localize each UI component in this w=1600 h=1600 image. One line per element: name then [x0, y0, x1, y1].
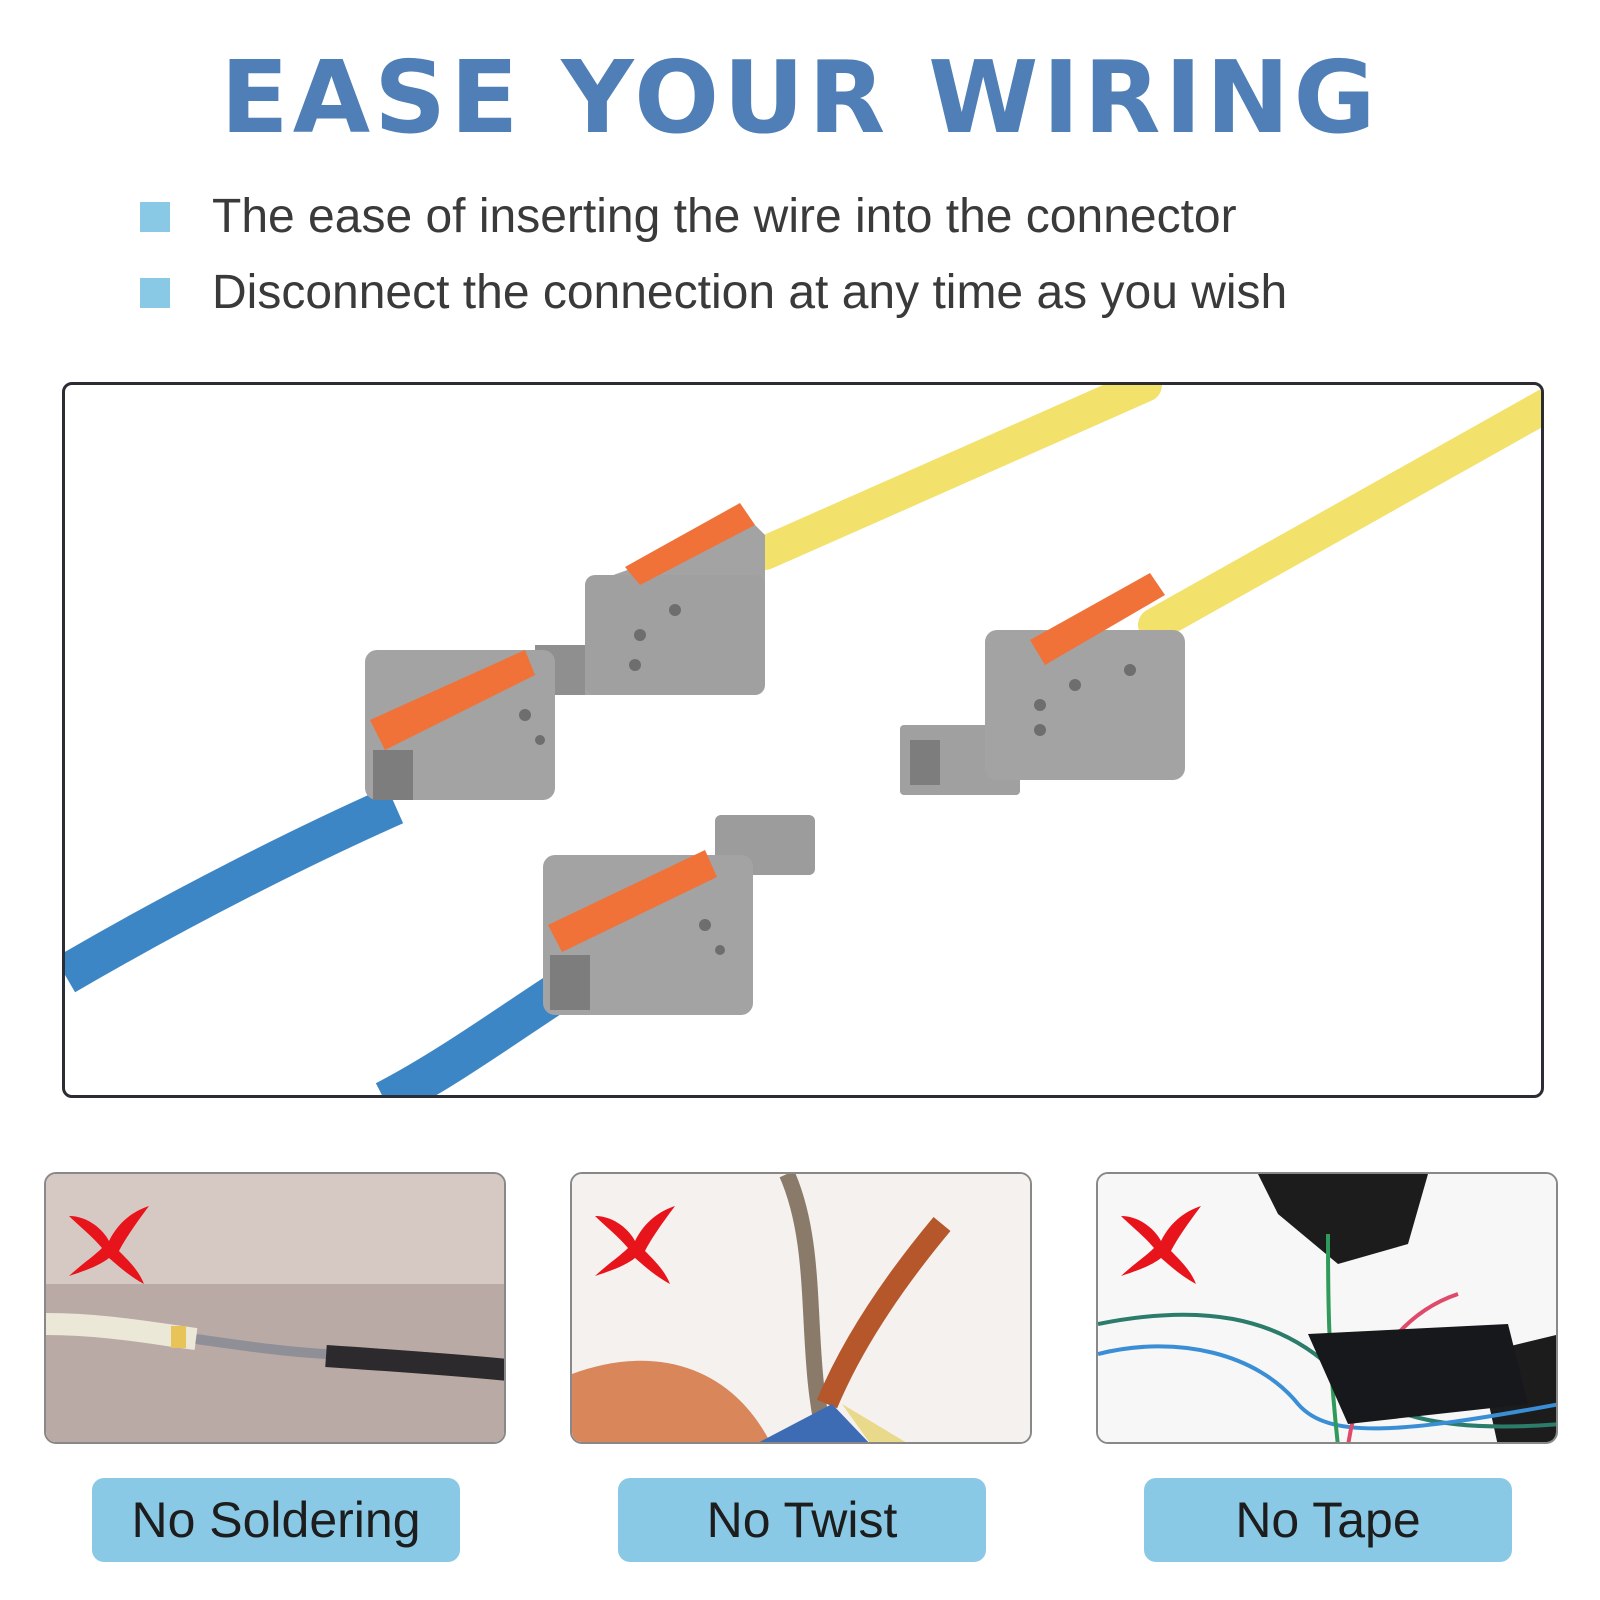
x-mark-icon — [1121, 1206, 1201, 1284]
feature-text: Disconnect the connection at any time as… — [212, 266, 1288, 319]
page-title: EASE YOUR WIRING — [220, 39, 1380, 156]
soldered-wire-illustration — [46, 1174, 504, 1442]
no-soldering-label: No Soldering — [92, 1478, 460, 1562]
bullet-square-icon — [140, 202, 170, 232]
feature-text: The ease of inserting the wire into the … — [212, 190, 1237, 243]
twisted-wire-illustration — [572, 1174, 1030, 1442]
no-twist-label: No Twist — [618, 1478, 986, 1562]
no-twist-photo — [570, 1172, 1032, 1444]
connector-illustration — [65, 385, 1541, 1095]
taped-wire-illustration — [1098, 1174, 1556, 1442]
no-tape-photo — [1096, 1172, 1558, 1444]
connector-product-photo — [62, 382, 1544, 1098]
x-mark-icon — [69, 1206, 149, 1284]
no-soldering-photo — [44, 1172, 506, 1444]
bullet-square-icon — [140, 278, 170, 308]
no-tape-label: No Tape — [1144, 1478, 1512, 1562]
x-mark-icon — [595, 1206, 675, 1284]
